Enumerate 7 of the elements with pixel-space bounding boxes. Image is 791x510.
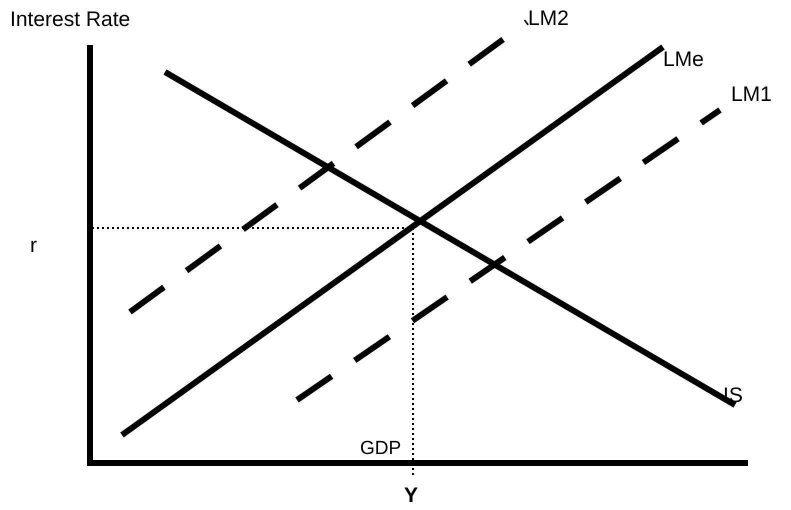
axis-value-label: GDP bbox=[360, 437, 402, 461]
axis-title: Interest Rate bbox=[10, 8, 130, 32]
curve-label: LM1 bbox=[731, 83, 772, 107]
axis-title: Y bbox=[404, 484, 418, 508]
curve-label: LM2 bbox=[528, 7, 569, 31]
curve-label: LMe bbox=[663, 48, 704, 72]
axis-value-label: r bbox=[30, 234, 37, 258]
